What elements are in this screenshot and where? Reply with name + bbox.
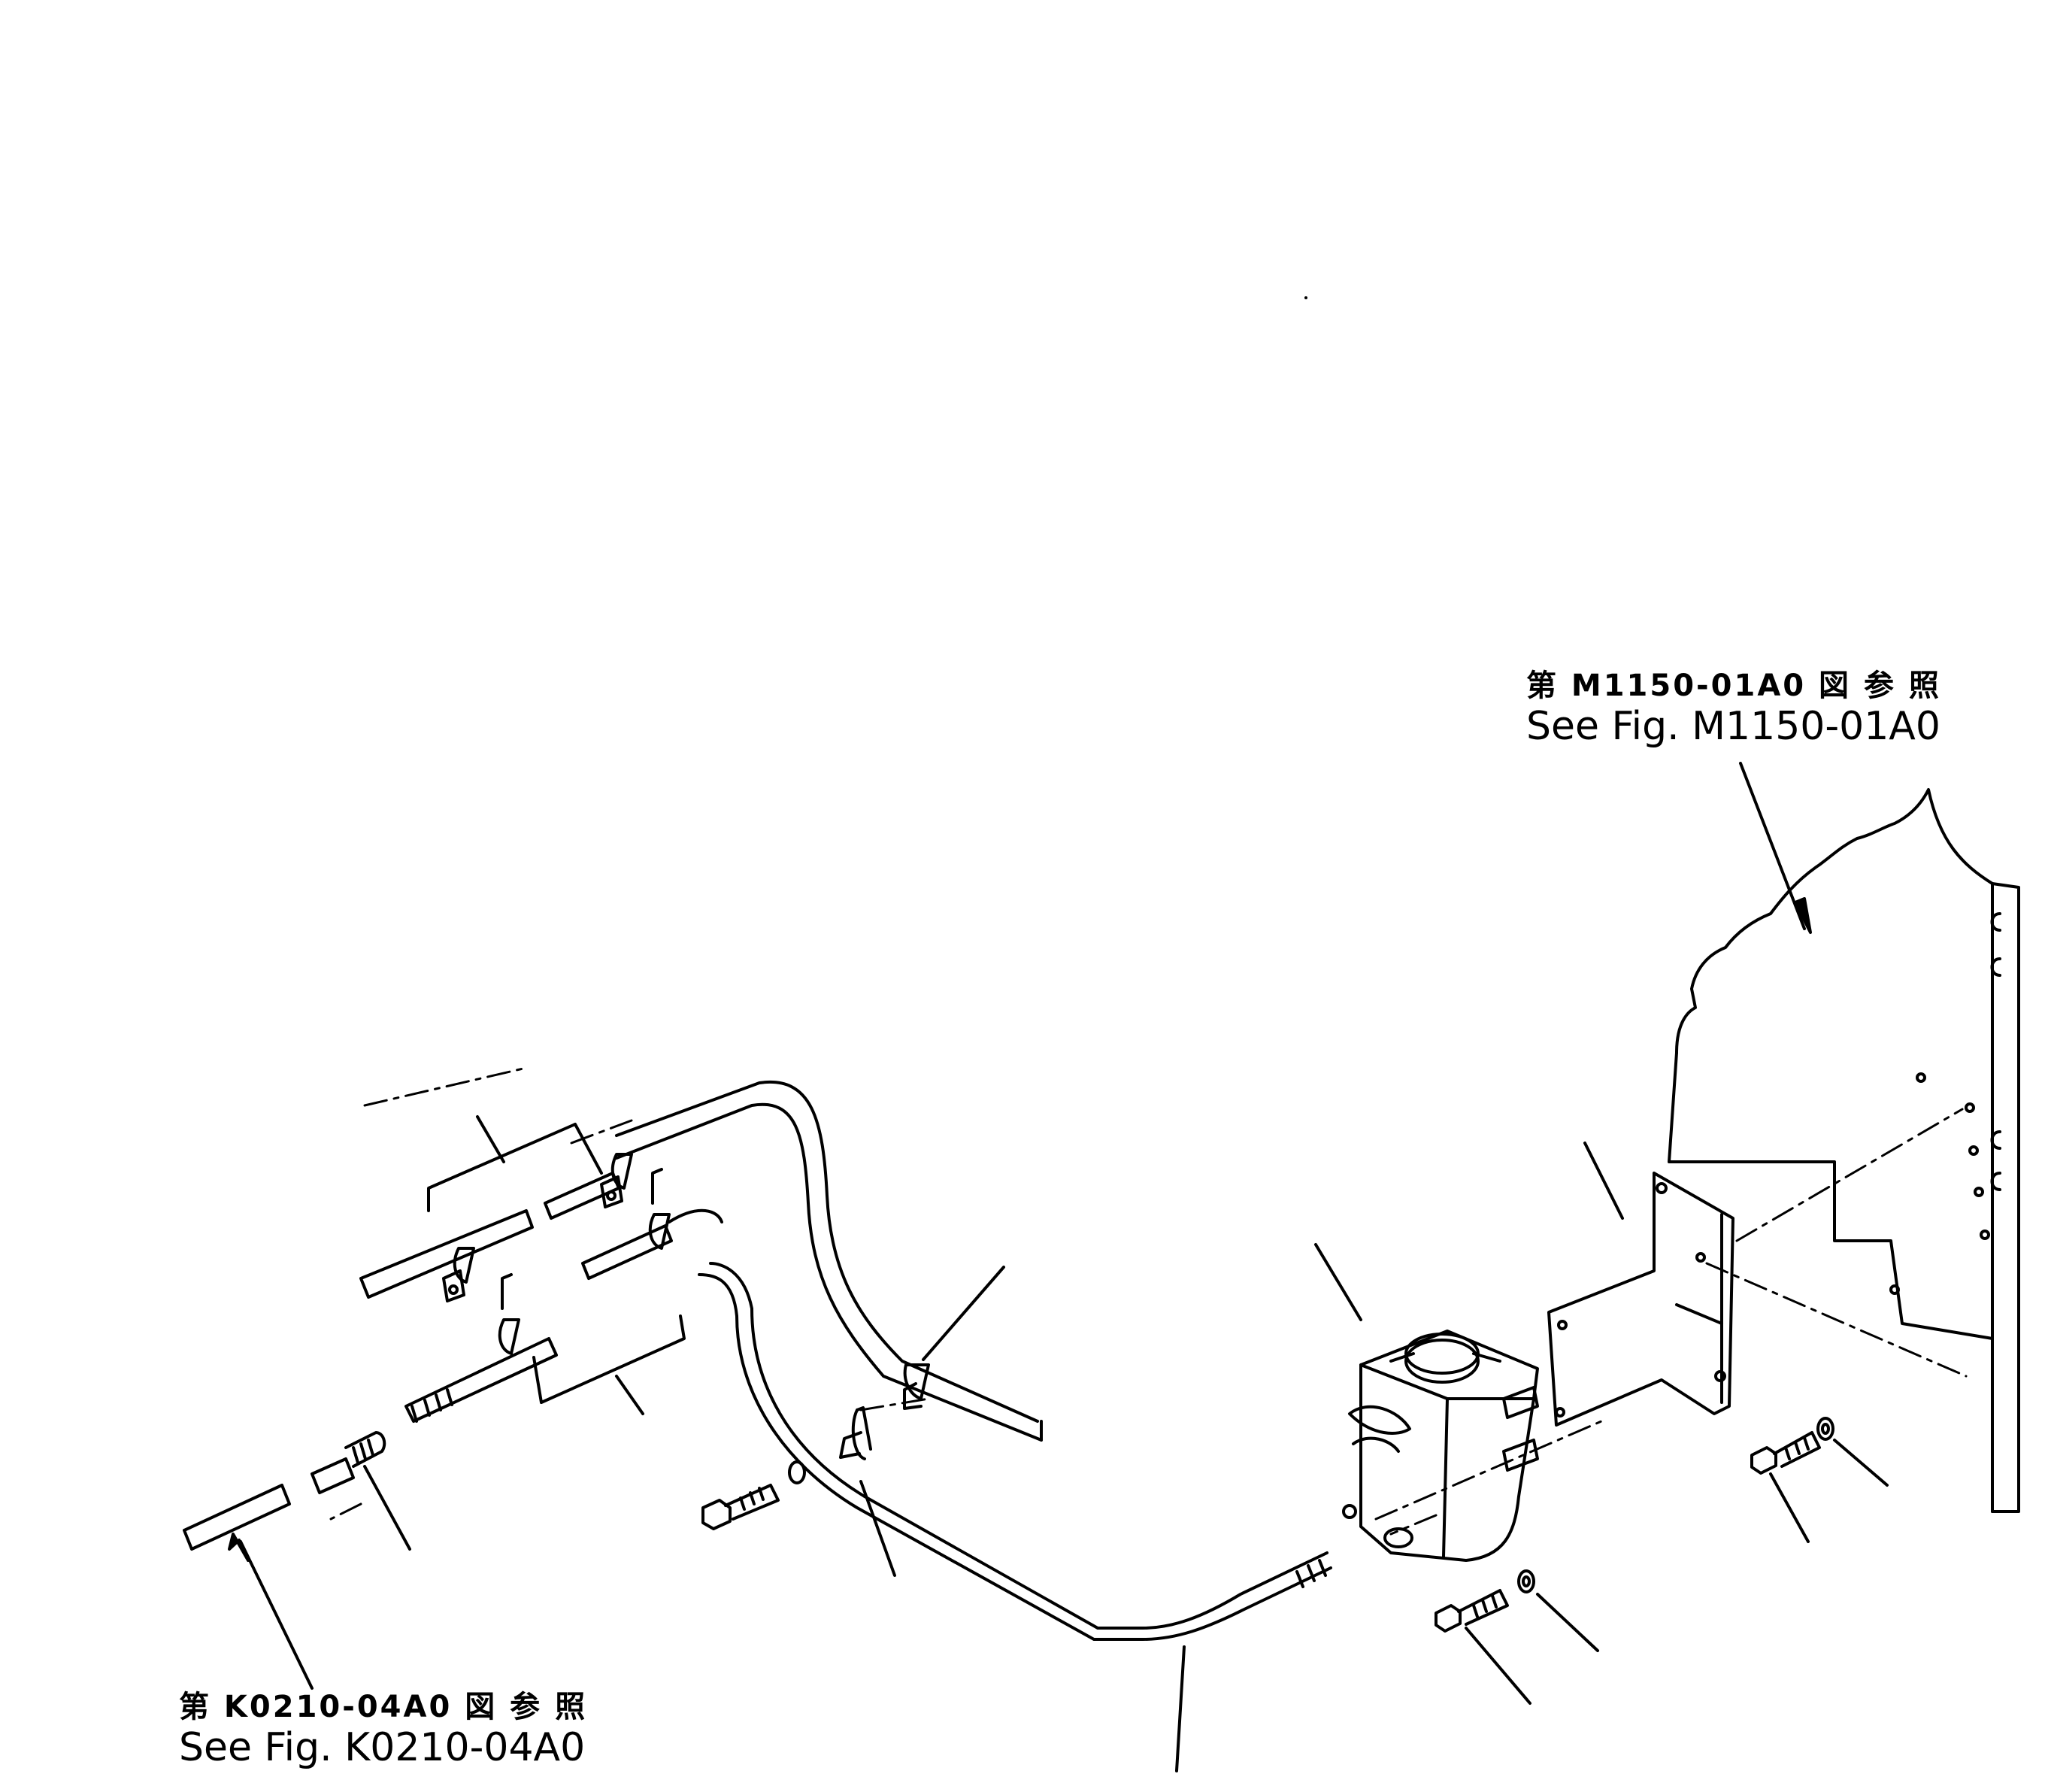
reference-m1150-jp: 第 M1150-01A0 図 参 照 (1526, 669, 1941, 703)
reference-label-m1150: 第 M1150-01A0 図 参 照 See Fig. M1150-01A0 (1526, 671, 1941, 746)
stray-dot (1304, 296, 1307, 299)
hose-clamps-left (444, 1154, 669, 1354)
machine-frame (1669, 790, 2019, 1512)
hose-clamp-center (841, 1408, 895, 1575)
reference-k0210-jp: 第 K0210-04A0 図 参 照 (179, 1690, 588, 1724)
washer-hose-main (699, 1263, 1331, 1771)
bolt-center (703, 1462, 804, 1529)
mounting-bracket (1549, 1143, 1733, 1425)
hose-segments-left (361, 1173, 722, 1421)
left-pipe (184, 1485, 312, 1688)
alignment-lines (331, 1068, 1966, 1534)
reference-label-k0210: 第 K0210-04A0 図 参 照 See Fig. K0210-04A0 (179, 1692, 587, 1767)
washer-tank (1316, 1245, 1538, 1560)
callout-braces (429, 1117, 684, 1414)
bolt-lower (1436, 1571, 1598, 1703)
washer-hose-upper (617, 1082, 1041, 1440)
joint-nipple (312, 1433, 410, 1549)
bolt-upper-right (1752, 1418, 1887, 1542)
reference-k0210-en: See Fig. K0210-04A0 (179, 1725, 586, 1770)
reference-m1150-en: See Fig. M1150-01A0 (1526, 704, 1940, 749)
m1150-arrow (1741, 763, 1810, 932)
